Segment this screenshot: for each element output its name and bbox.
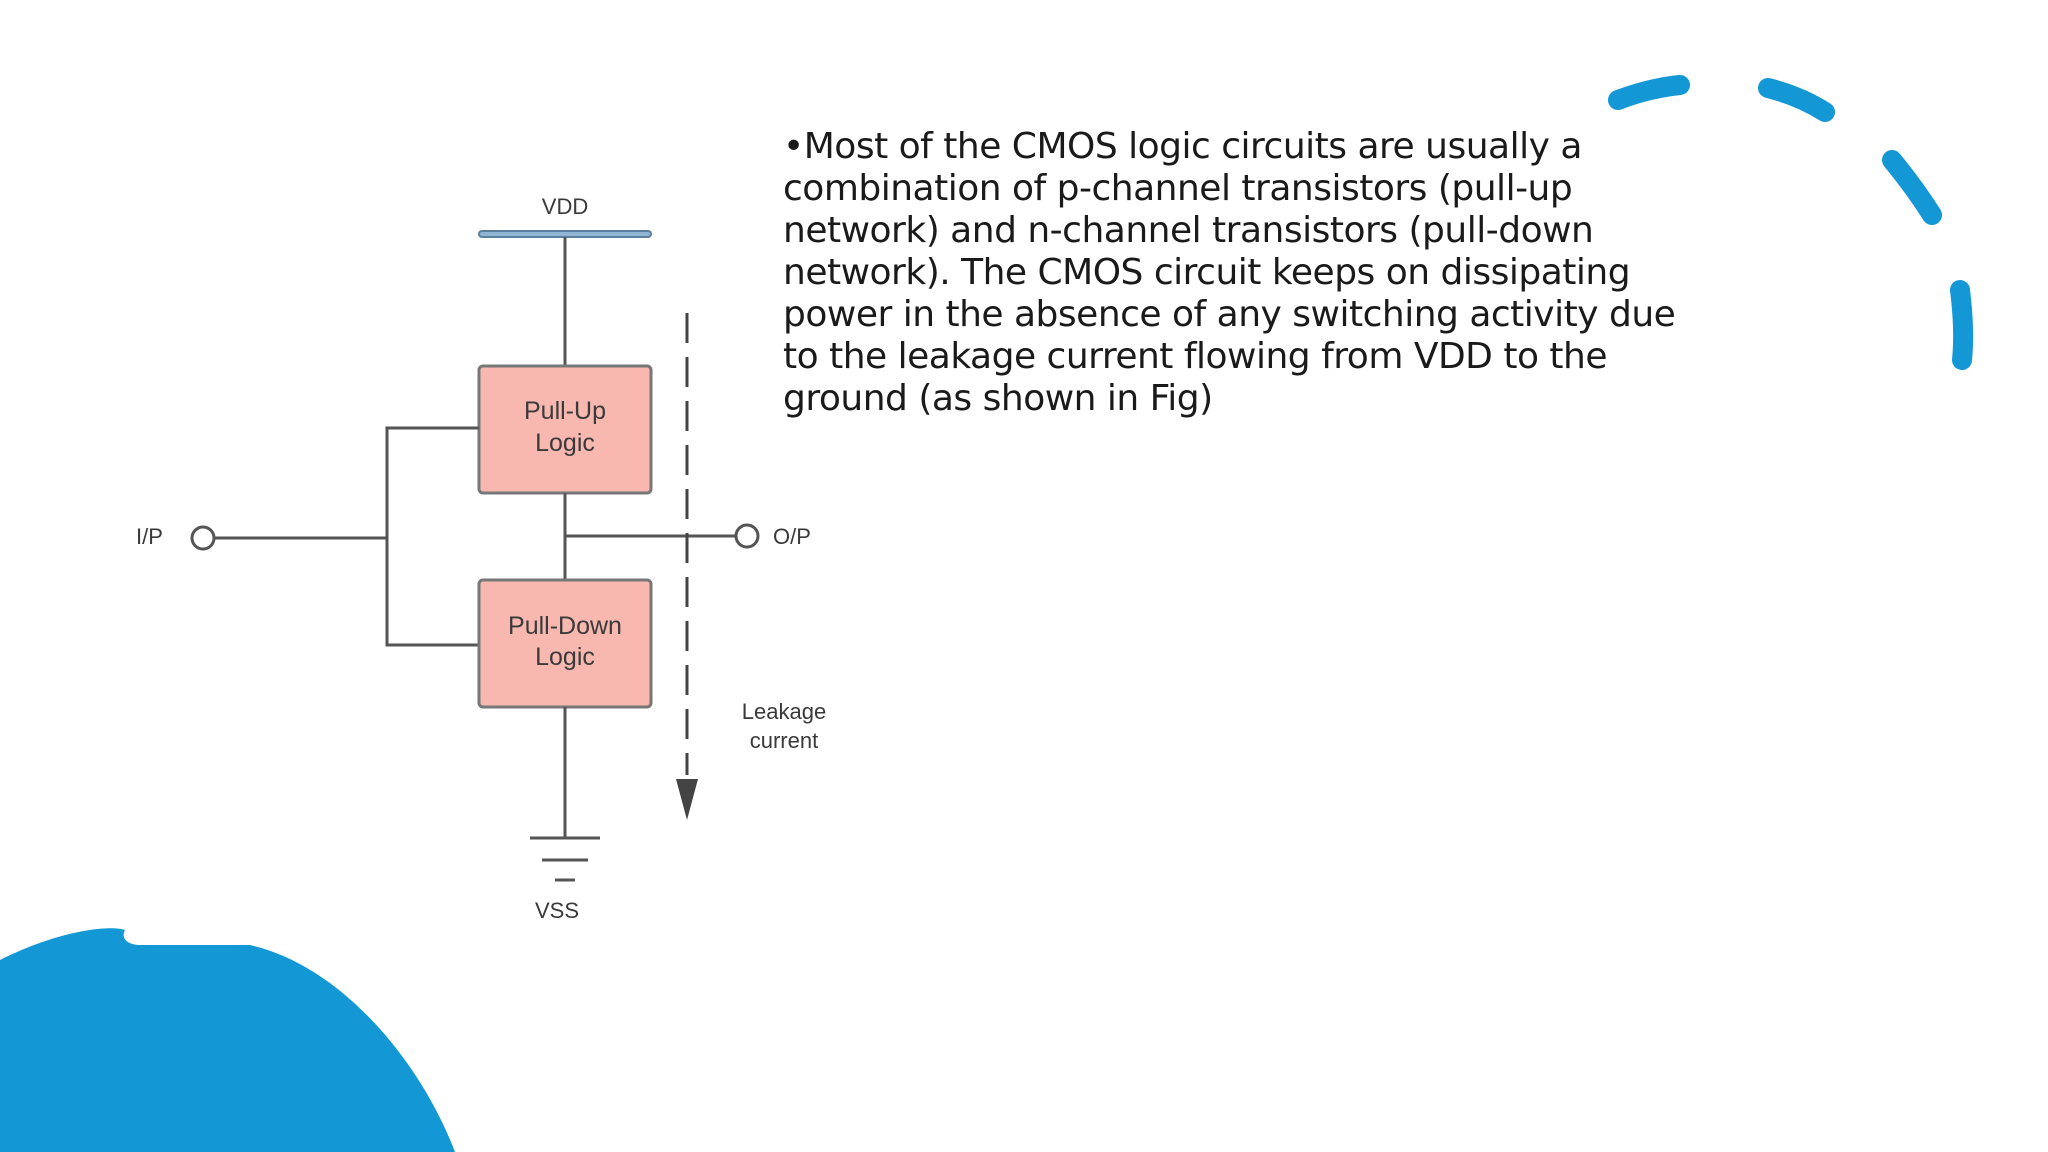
pull-down-label-line2: Logic xyxy=(535,643,595,671)
leakage-label-line1: Leakage xyxy=(742,699,826,724)
input-label: I/P xyxy=(136,524,163,549)
body-text: •Most of the CMOS logic circuits are usu… xyxy=(783,126,1676,419)
leakage-arrowhead xyxy=(676,779,698,820)
pull-up-label-line2: Logic xyxy=(535,429,595,457)
input-terminal xyxy=(190,525,216,551)
cmos-leakage-diagram: VDD Pull-Up Logic O/P I/P Pull-Down Logi… xyxy=(136,194,826,923)
dashed-arc-shape xyxy=(1608,75,1974,370)
output-terminal xyxy=(734,523,760,549)
vss-label: VSS xyxy=(535,898,579,923)
output-label: O/P xyxy=(773,524,811,549)
input-fork-wire xyxy=(385,426,479,647)
leakage-label-line2: current xyxy=(750,728,818,753)
pull-down-label-line1: Pull-Down xyxy=(508,612,622,640)
vdd-label: VDD xyxy=(542,194,588,219)
ground-symbol xyxy=(530,836,600,882)
pull-up-label-line1: Pull-Up xyxy=(524,397,606,425)
blue-circle-shape xyxy=(0,928,455,1152)
